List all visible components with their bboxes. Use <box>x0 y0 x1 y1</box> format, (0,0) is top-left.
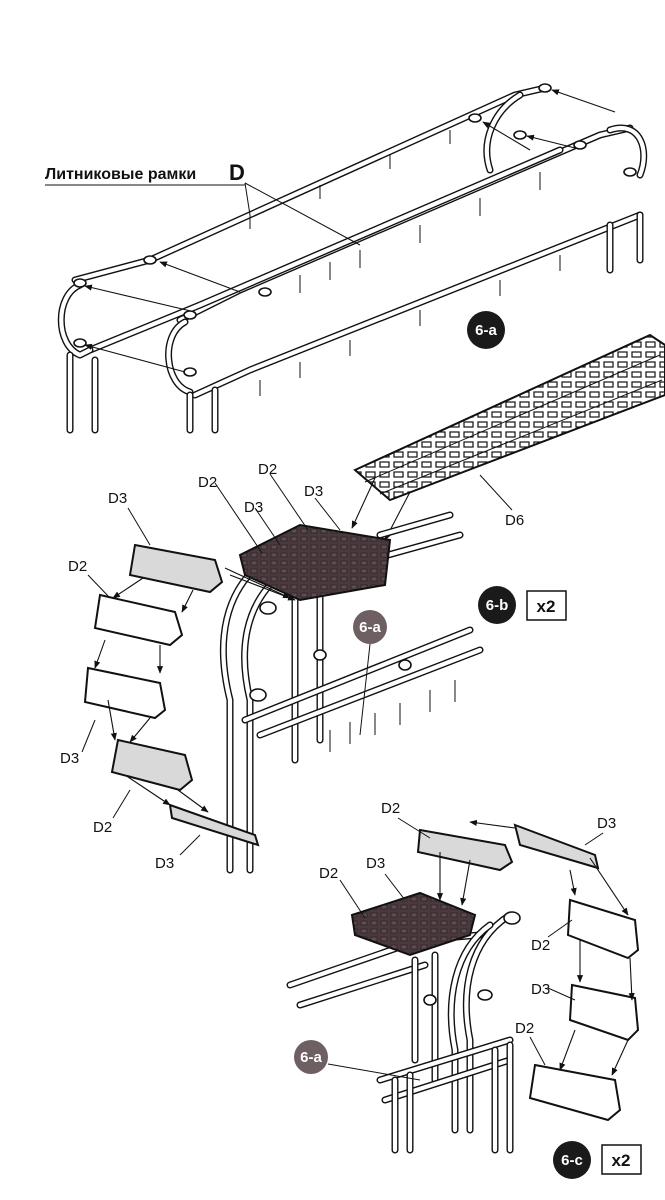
sprue-frame-d <box>57 83 648 434</box>
label-6b-d3-lower: D3 <box>60 750 79 767</box>
track-block-assembled-6c <box>339 873 477 957</box>
substep-6a-label-b: 6-a <box>359 619 381 636</box>
step-6a-label: 6-a <box>475 322 497 339</box>
step-6b-multiplier-text: x2 <box>537 597 556 616</box>
label-6c-d3: D3 <box>366 855 385 872</box>
sprue-title: Литниковые рамки D <box>45 160 361 246</box>
sprue-letter: D <box>229 160 245 185</box>
step-6b-multiplier: x2 <box>526 590 567 621</box>
label-6c-d3-right: D3 <box>531 981 550 998</box>
label-6b-d3-mid: D3 <box>244 499 263 516</box>
substep-6a-label-c: 6-a <box>300 1049 322 1066</box>
substep-6a-badge-c: 6-a <box>294 1040 421 1081</box>
label-6c-d2: D2 <box>319 865 338 882</box>
label-6b-d3-bottom: D3 <box>155 855 174 872</box>
label-6b-d3-right: D3 <box>304 483 323 500</box>
track-links-6b <box>83 543 260 847</box>
label-6b-d2: D2 <box>198 474 217 491</box>
step-6b-badge: 6-b <box>478 586 516 624</box>
label-6c-d2-lower: D2 <box>515 1020 534 1037</box>
step-6a-badge: 6-a <box>467 311 505 349</box>
track-block-assembled-6b <box>214 473 392 602</box>
label-6c-d2-right: D2 <box>531 937 550 954</box>
label-6b-d3-left: D3 <box>108 490 127 507</box>
label-6c-d3-top: D3 <box>597 815 616 832</box>
substep-6a-badge-b: 6-a <box>353 610 387 736</box>
step-6c-multiplier: x2 <box>601 1144 642 1175</box>
track-links-6c <box>416 819 640 1122</box>
step-6c-badge: 6-c <box>553 1141 591 1179</box>
step-6b-label: 6-b <box>486 597 509 614</box>
label-6b-d2-lower: D2 <box>93 819 112 836</box>
label-6b-d2-top: D2 <box>258 461 277 478</box>
label-6c-d2-top: D2 <box>381 800 400 817</box>
sprue-title-text: Литниковые рамки <box>45 166 196 183</box>
track-strip-d6: D6 <box>351 333 665 541</box>
label-6b-d2-left: D2 <box>68 558 87 575</box>
label-d6: D6 <box>505 512 524 529</box>
step-6c-label: 6-c <box>561 1152 583 1169</box>
step-6c-multiplier-text: x2 <box>612 1151 631 1170</box>
